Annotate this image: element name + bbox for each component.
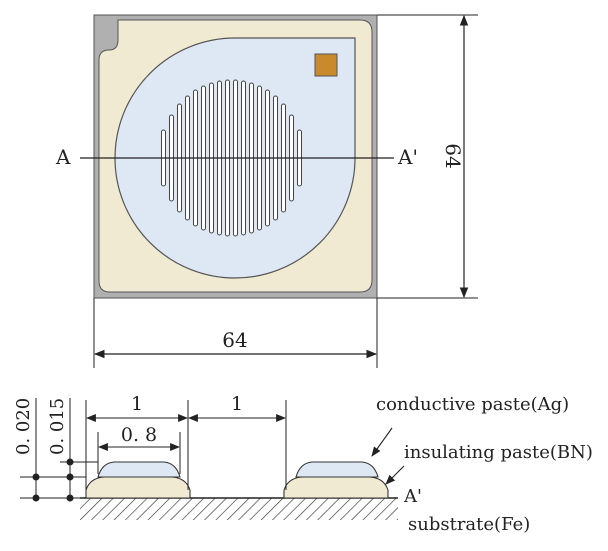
dim-dot [32,494,40,502]
conductive-paste-left [97,461,181,478]
dim-dot [66,494,74,502]
height-dimension-label: 64 [441,143,465,168]
section-label-a-prime: A' [397,145,418,169]
substrate-height-label: 0. 015 [47,398,68,455]
dim-dot [32,473,40,481]
dim-dot [66,473,74,481]
substrate-label: substrate(Fe) [408,514,530,535]
top-view: A A' 64 64 [55,14,478,368]
section-label-a-prime-bottom: A' [403,486,422,507]
insulating-layer-left [85,476,191,499]
conductive-paste-label: conductive paste(Ag) [376,394,569,415]
width-dimension-label: 64 [222,328,247,352]
section-label-a: A [55,145,71,169]
conductive-paste-right [295,461,379,478]
cross-section: 1 1 0. 8 0. 020 0. 015 conductive paste(… [13,393,593,535]
paste-width-label: 0. 8 [121,424,157,446]
gap-width-label: 1 [231,393,243,415]
substrate-hatch [80,498,398,520]
insulating-layer-right [283,476,389,499]
pad-width-label: 1 [131,393,143,415]
conductive-leader [371,427,393,457]
insulating-paste-label: insulating paste(BN) [404,442,593,463]
electrode-pad [314,53,338,77]
insulating-leader [385,465,405,485]
dim-dot [66,458,74,466]
total-height-label: 0. 020 [13,398,34,455]
